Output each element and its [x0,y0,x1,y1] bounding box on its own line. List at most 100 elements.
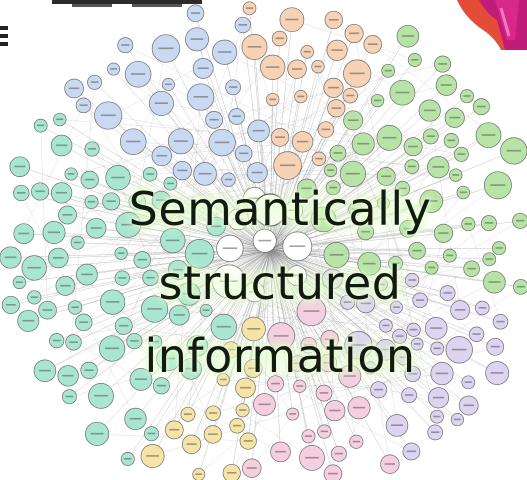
graph-node-label-mark [177,169,188,172]
graph-node-label-mark [239,409,247,411]
graph-node-label-mark [484,222,494,224]
graph-edge [269,106,482,251]
graph-edge [370,367,436,433]
graph-node-label-mark [516,219,525,222]
cropped-header-strip [52,0,202,7]
graph-edge [174,249,271,431]
graph-node-label-mark [380,202,387,204]
graph-node-label-mark [156,154,168,157]
graph-edge [247,249,271,442]
graph-edge [155,249,271,343]
graph-node-label-mark [186,443,197,445]
graph-node-label-mark [243,440,253,442]
graph-node-label-mark [478,307,487,309]
graph-node-label-mark [409,328,418,331]
graph-node-label-mark [349,32,360,35]
graph-node-label-mark [184,413,192,415]
graph-node-label-mark [222,247,238,249]
graph-node-label-mark [211,225,222,228]
graph-edge [73,249,271,343]
graph-node-label-mark [382,324,390,327]
graph-node-label-mark [166,182,174,185]
graph-edge [269,249,361,284]
graph-node-label-mark [403,227,413,230]
graph-node-label-mark [81,273,93,276]
graph-edge [369,263,483,309]
graph-node-label-mark [416,299,425,301]
headline-line-1: Semantically [128,182,432,236]
graph-node-label-mark [55,144,68,147]
graph-node-label-mark [121,44,130,46]
graph-node-label-mark [197,67,209,69]
graph-node-label-mark [17,192,26,194]
graph-node-label-mark [15,281,23,283]
headline-line-3: information [144,329,416,383]
graph-node-label-mark [304,435,313,437]
graph-edge [269,249,325,394]
graph-node-label-mark [130,340,139,342]
graph-node-label-mark [248,197,261,200]
graph-edge [269,187,334,251]
graph-node-label-mark [405,394,414,396]
graph-edge [168,358,439,398]
graph-node-label-mark [326,278,338,280]
graph-edge [269,249,309,346]
graph-node-label-mark [35,190,45,193]
graph-node-label-mark [105,347,120,350]
graph-node-label-mark [146,173,154,175]
graph-node-label-mark [476,105,486,108]
graph-node-label-mark [435,372,449,375]
graph-node-label-mark [147,432,156,435]
graph-node-label-mark [384,463,395,465]
graph-node-label-mark [357,282,365,284]
graph-node-label-mark [74,241,82,244]
graph-node-label-mark [327,169,335,171]
graph-node-label-mark [328,19,339,21]
graph-node-label-mark [90,81,99,83]
graph-edge [122,48,167,279]
graph-node-label-mark [240,386,251,389]
graph-node-label-mark [305,456,319,459]
graph-node-label-mark [214,141,230,144]
graph-node-label-mark [399,356,408,359]
graph-node-label-mark [224,178,233,181]
graph-edge [161,106,482,386]
graph-node-label-mark [289,245,306,247]
graph-node-label-mark [258,239,272,242]
graph-node-label-mark [265,66,280,68]
graph-node-label-mark [126,140,141,143]
graph-edge [40,125,271,251]
graph-node-label-mark [451,348,467,351]
graph-edge [269,249,276,384]
graph-node-label-mark [408,165,416,168]
graph-edge [53,87,234,233]
graph-node-label-mark [481,134,496,136]
graph-edge [86,200,162,275]
graph-node-label-mark [106,200,116,202]
graph-node-label-mark [321,128,331,131]
graph-node-label-mark [411,59,419,61]
graph-edge [306,188,357,442]
graph-edge [269,249,325,432]
graph-node-label-mark [398,187,407,190]
graph-node-label-mark [391,262,400,264]
graph-node-label-mark [393,306,400,308]
graph-node-label-mark [132,200,142,203]
graph-node-label-mark [352,406,366,409]
graph-node-label-mark [424,200,438,202]
graph-node-label-mark [496,320,505,323]
graph-edge [40,125,48,311]
graph-node-label-mark [433,415,441,418]
graph-node-label-mark [329,409,341,412]
graph-node-label-mark [454,418,461,421]
graph-node-label-mark [426,135,435,137]
graph-edge [269,95,351,251]
graph-node-label-mark [166,239,180,242]
graph-node-label-mark [348,119,359,121]
graph-edge [112,249,271,303]
graph-edge [137,201,271,251]
graph-node-label-mark [84,369,94,371]
graph-node-label-mark [378,283,385,286]
graph-node-label-mark [384,69,392,72]
